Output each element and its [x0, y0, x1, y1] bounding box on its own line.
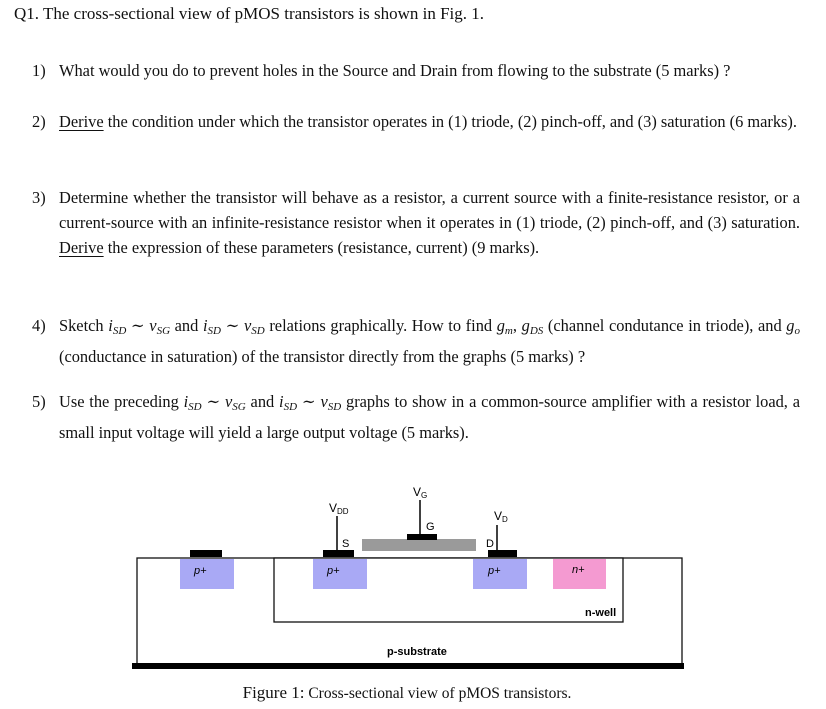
question-text: What would you do to prevent holes in th…: [59, 61, 731, 80]
derive-emphasis: Derive: [59, 112, 104, 131]
figure-caption: Figure 1: Cross-sectional view of pMOS t…: [242, 683, 572, 702]
question-number: 3): [32, 188, 46, 207]
p-plus-region-source: [313, 559, 367, 589]
gate-contact: [407, 534, 437, 540]
p-substrate-label: p-substrate: [387, 646, 447, 658]
drain-contact: [488, 550, 517, 557]
question-text: Determine whether the transistor will be…: [59, 188, 800, 257]
gate-terminal-label: G: [426, 521, 435, 533]
question-5: 5) Use the preceding iSD ∼ vSG and iSD ∼…: [32, 389, 800, 445]
pmos-cross-section-figure: VDD VG VD S G D p+ p+ p+ n+ n-well p-sub…: [132, 485, 684, 669]
math-isd-vsg: iSD ∼ vSG: [108, 316, 171, 337]
substrate-bottom-contact: [132, 663, 684, 669]
question-text: Sketch iSD ∼ vSG and iSD ∼ vSD relations…: [59, 316, 800, 366]
math-gds: gDS: [521, 316, 544, 337]
question-2: 2) Derive the condition under which the …: [32, 109, 800, 134]
derive-emphasis: Derive: [59, 238, 104, 257]
p-plus-label: p+: [326, 565, 340, 577]
math-isd-vsd: iSD ∼ vSD: [279, 392, 342, 413]
math-isd-vsd: iSD ∼ vSD: [202, 316, 265, 337]
question-1: 1) What would you do to prevent holes in…: [32, 58, 800, 83]
gate-poly: [362, 539, 476, 551]
n-plus-region: [553, 559, 606, 589]
math-go: go: [786, 316, 800, 337]
body-contact: [190, 550, 222, 557]
p-plus-region-drain: [473, 559, 527, 589]
p-plus-region-body: [180, 559, 234, 589]
question-number: 1): [32, 61, 46, 80]
n-well-label: n-well: [585, 607, 616, 619]
question-number: 4): [32, 316, 46, 335]
question-number: 2): [32, 112, 46, 131]
math-isd-vsg: iSD ∼ vSG: [183, 392, 246, 413]
vd-label: VD: [494, 509, 508, 524]
source-contact: [323, 550, 354, 557]
p-plus-label: p+: [487, 565, 501, 577]
question-text: Derive the condition under which the tra…: [59, 112, 797, 131]
question-number: 5): [32, 392, 46, 411]
vg-label: VG: [413, 485, 427, 500]
question-text: Use the preceding iSD ∼ vSG and iSD ∼ vS…: [59, 392, 800, 442]
question-3: 3) Determine whether the transistor will…: [32, 185, 800, 260]
question-title: Q1. The cross-sectional view of pMOS tra…: [14, 4, 484, 23]
p-plus-label: p+: [193, 565, 207, 577]
source-terminal-label: S: [342, 538, 349, 550]
vdd-label: VDD: [329, 501, 349, 516]
math-gm: gm: [496, 316, 513, 337]
question-4: 4) Sketch iSD ∼ vSG and iSD ∼ vSD relati…: [32, 313, 800, 369]
n-plus-label: n+: [572, 564, 585, 576]
drain-terminal-label: D: [486, 538, 494, 550]
